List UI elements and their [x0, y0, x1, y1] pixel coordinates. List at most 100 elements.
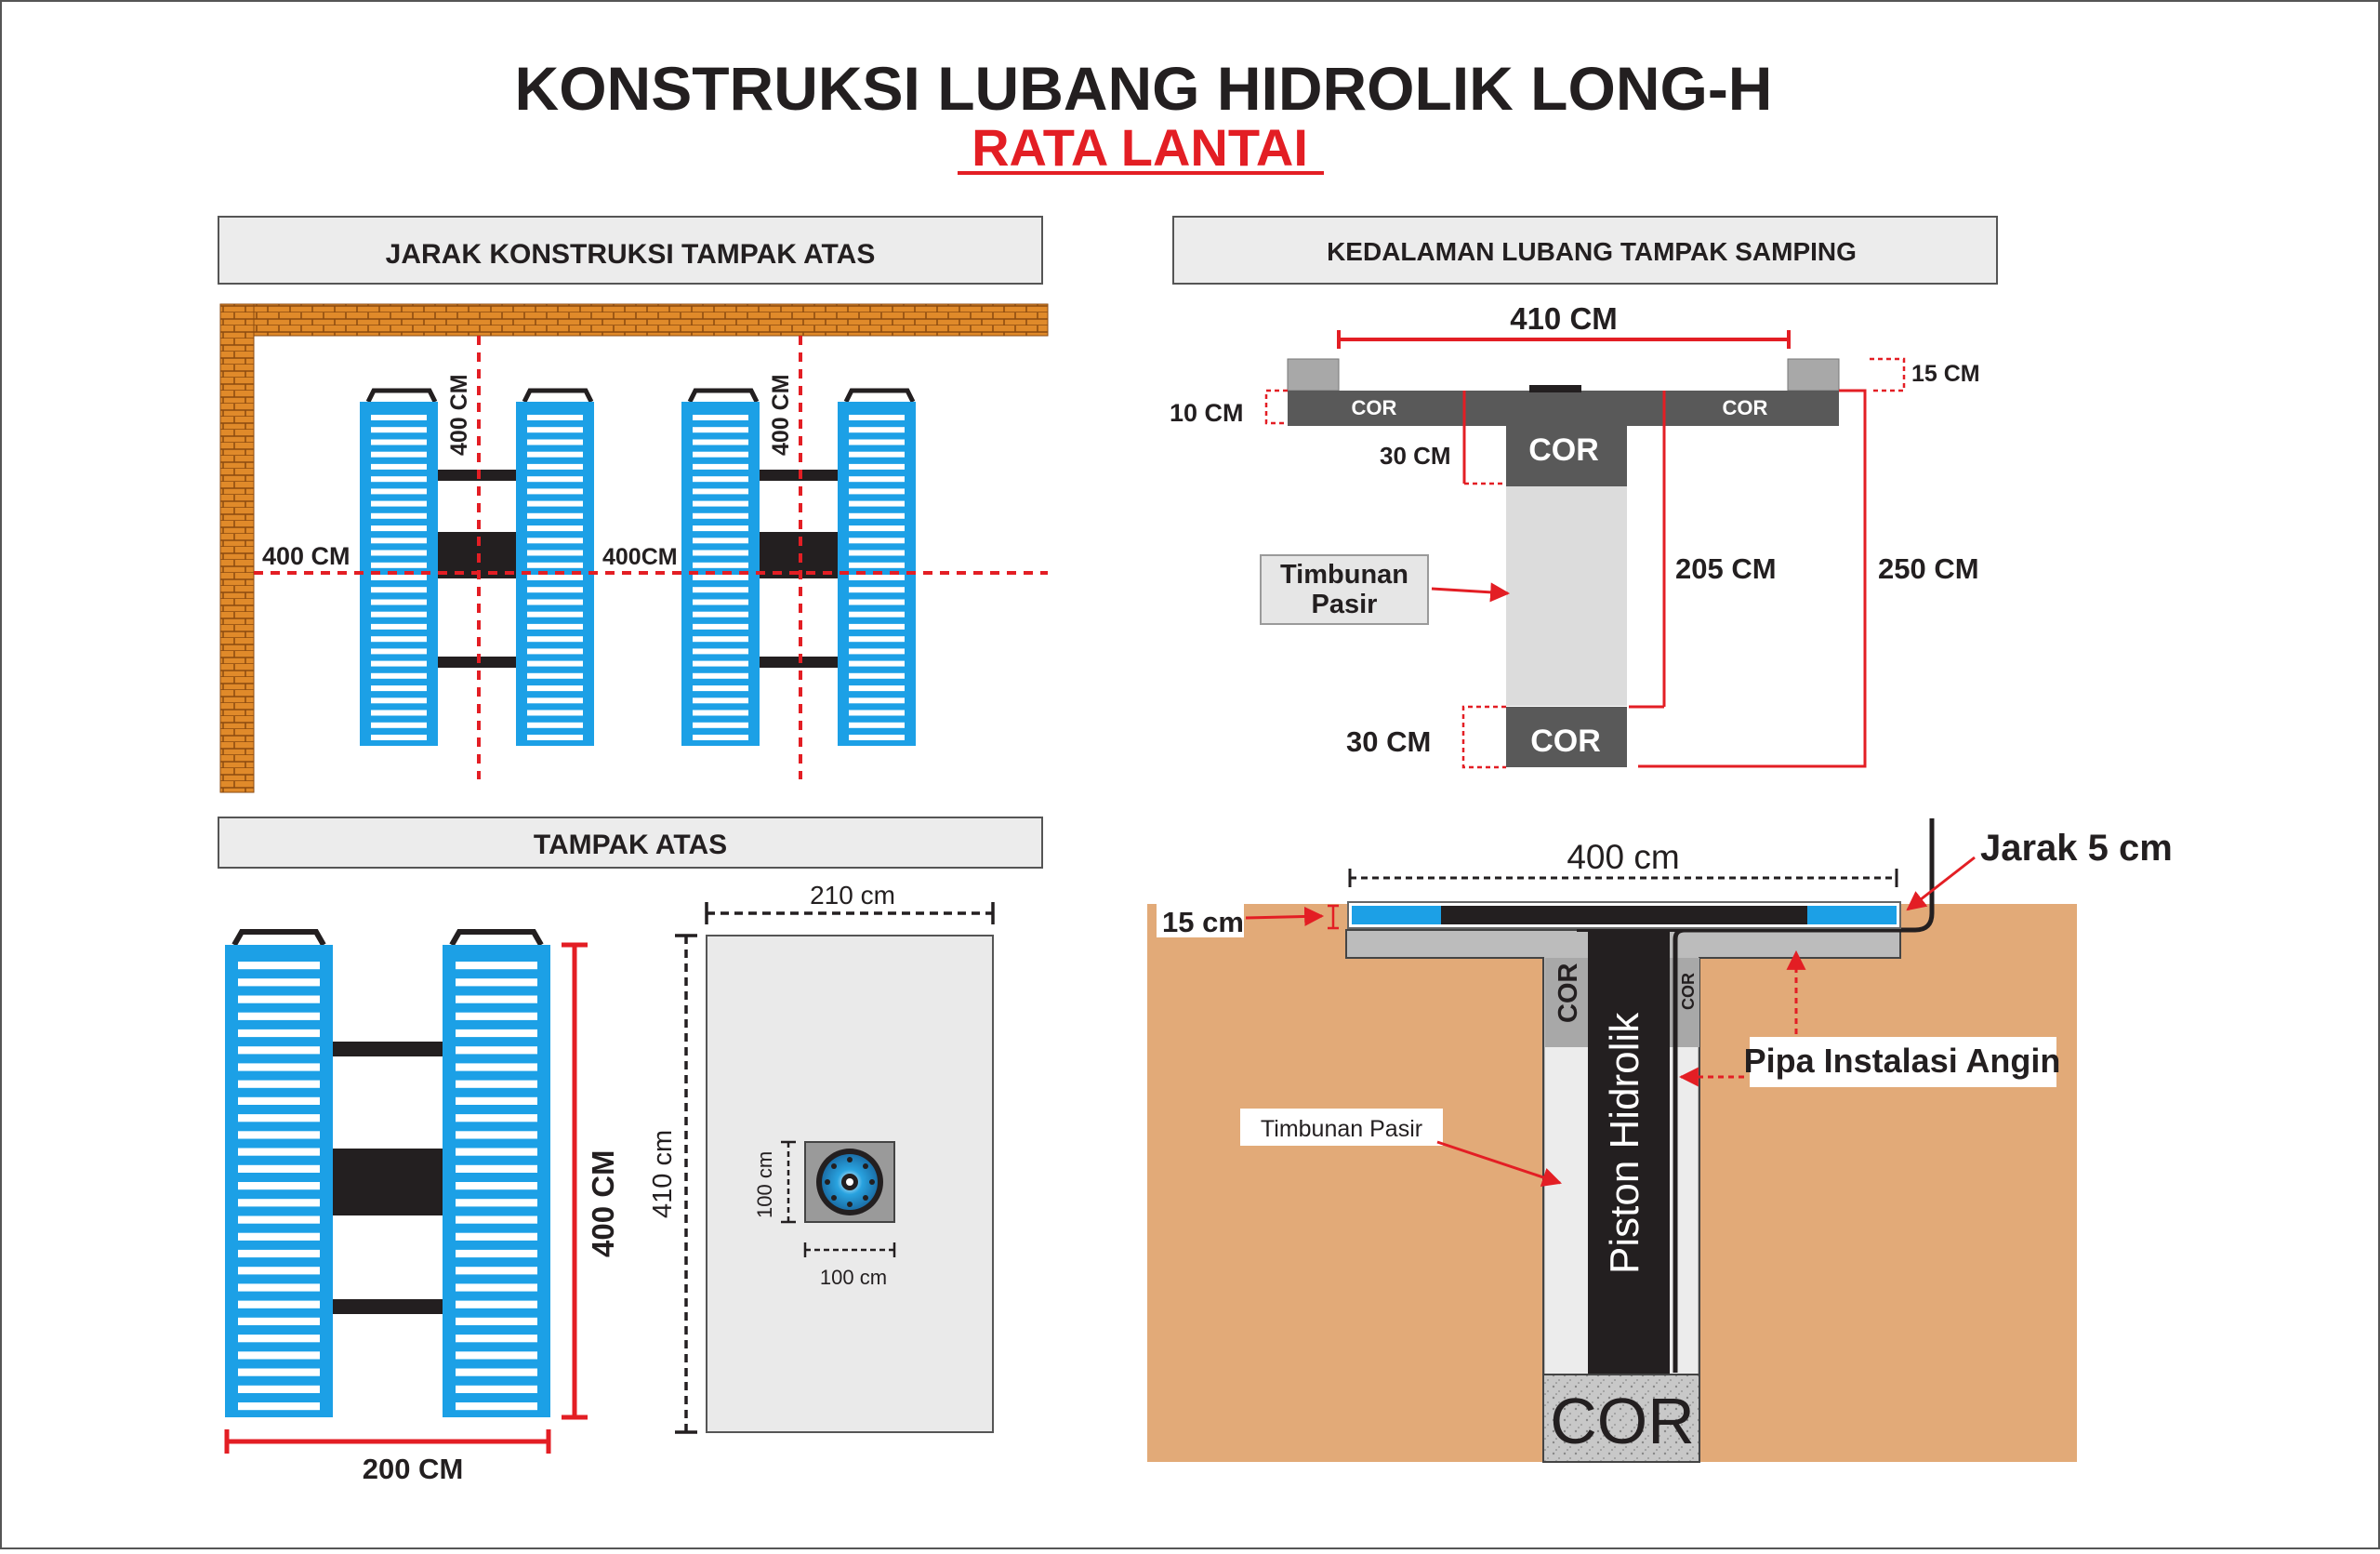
crossbar: [758, 470, 851, 481]
ramp-slat: [456, 1012, 537, 1020]
ramp-slat: [849, 722, 905, 728]
brick-wall-left: [219, 303, 255, 793]
dim-total-depth-line: [1638, 389, 1867, 768]
ramp-slat: [371, 451, 427, 458]
ramp-slat: [371, 710, 427, 716]
ramp-slat: [849, 636, 905, 643]
ramp-slat: [849, 575, 905, 580]
ramp-slat: [456, 1131, 537, 1139]
gap-label: Jarak 5 cm: [1980, 828, 2173, 869]
ramp-slat: [456, 1232, 537, 1241]
ramp-slat: [527, 735, 583, 740]
page-subtitle: RATA LANTAI: [972, 118, 1308, 177]
ramp-slat: [238, 1114, 320, 1122]
ramp-slat: [849, 525, 905, 532]
dim-vertical-label: 400 CM: [446, 374, 472, 456]
ramp-slat: [849, 660, 905, 667]
dim-width-label: 400 cm: [1567, 838, 1679, 876]
sand-fill-column: [1506, 486, 1627, 706]
piston-label: Piston Hidrolik: [1602, 1012, 1647, 1274]
ramp-slat: [527, 710, 583, 716]
ramp-slat: [456, 1164, 537, 1173]
fill-label-line2: Pasir: [1312, 590, 1378, 619]
ramp-slat: [693, 710, 748, 716]
ramp-slat: [456, 1096, 537, 1105]
ramp-slat: [693, 587, 748, 593]
ramp-slat: [238, 1148, 320, 1156]
ramp-slat: [527, 512, 583, 519]
ramp-slat: [371, 611, 427, 618]
panel-header: KEDALAMAN LUBANG TAMPAK SAMPING: [1327, 237, 1857, 266]
ramp-slat: [849, 463, 905, 470]
crossbar: [437, 657, 530, 668]
cor-label: COR: [1528, 432, 1599, 468]
ramp-slat: [693, 636, 748, 643]
ramp-slat: [456, 1335, 537, 1343]
dim-bracket: [1264, 389, 1288, 425]
ramp-slat: [238, 1063, 320, 1071]
panel-top-view-spacing: JARAK KONSTRUKSI TAMPAK ATAS: [218, 216, 1049, 793]
dim-slab-label: 15 cm: [1162, 906, 1244, 938]
ramp-slat: [371, 427, 427, 433]
ramp-slat: [527, 525, 583, 532]
bolt-ring: [825, 1157, 875, 1207]
ramp-slat: [456, 1215, 537, 1224]
dim-width-label: 410 CM: [1510, 301, 1618, 336]
ramp-slat: [693, 451, 748, 458]
ramp-slat: [238, 1131, 320, 1139]
pointer-arrow: [1906, 856, 1976, 911]
ramp-slat: [693, 611, 748, 618]
ramp-slat: [693, 500, 748, 507]
ramp-slat: [371, 562, 427, 568]
center-beam: [437, 532, 530, 578]
cor-slab: [1288, 391, 1839, 426]
ramp-left: [225, 929, 333, 1417]
ramp-slat: [371, 415, 427, 420]
dim-bracket: [1870, 357, 1906, 392]
ramp-right: [516, 388, 594, 746]
ramp-slat: [238, 962, 320, 970]
ramp-slat: [456, 1317, 537, 1325]
ramp-slat: [849, 500, 905, 507]
ramp-slat: [238, 1249, 320, 1258]
ramp-slat: [371, 685, 427, 692]
ramp-slat: [238, 1368, 320, 1376]
cor-block-top: [1506, 426, 1627, 486]
air-pipe: [1673, 818, 1935, 1373]
dim-bracket: [1461, 705, 1506, 769]
ramp-slat: [693, 648, 748, 655]
ramp-slat: [849, 562, 905, 568]
ramp-slat: [456, 1267, 537, 1275]
ramp-slat: [527, 451, 583, 458]
ramp-slat: [456, 1351, 537, 1360]
ramp-slat: [238, 1317, 320, 1325]
ramp-slat: [527, 562, 583, 568]
ramp-slat: [238, 1300, 320, 1308]
ramp-slat: [238, 978, 320, 987]
ramp-slat: [693, 476, 748, 483]
ramp-slat: [693, 415, 748, 420]
fill-label-box: [1240, 1109, 1443, 1146]
fill-label-box: [1260, 554, 1429, 625]
ramp-slat: [371, 735, 427, 740]
ramp-slat: [527, 660, 583, 667]
panel-header-box: [1172, 216, 1998, 285]
ramp-slat: [527, 623, 583, 630]
ramp-slat: [238, 1351, 320, 1360]
dim-horizontal-label: 400 CM: [262, 542, 350, 570]
ramp-slat: [371, 512, 427, 519]
ramp-slat: [238, 1080, 320, 1088]
ramp-slat: [849, 476, 905, 483]
dim-vertical-label: 400 CM: [768, 374, 794, 456]
ramp-slat: [371, 525, 427, 532]
ramp-slat: [849, 550, 905, 556]
ramp-slat: [238, 1199, 320, 1207]
crossbar: [437, 470, 530, 481]
ramp-slat: [238, 1283, 320, 1292]
ramp-slat: [371, 697, 427, 704]
pointer-arrow: [1431, 582, 1511, 603]
pointer-arrow: [1436, 1140, 1562, 1187]
ramp-slat: [456, 1063, 537, 1071]
ramp-slat: [849, 611, 905, 618]
